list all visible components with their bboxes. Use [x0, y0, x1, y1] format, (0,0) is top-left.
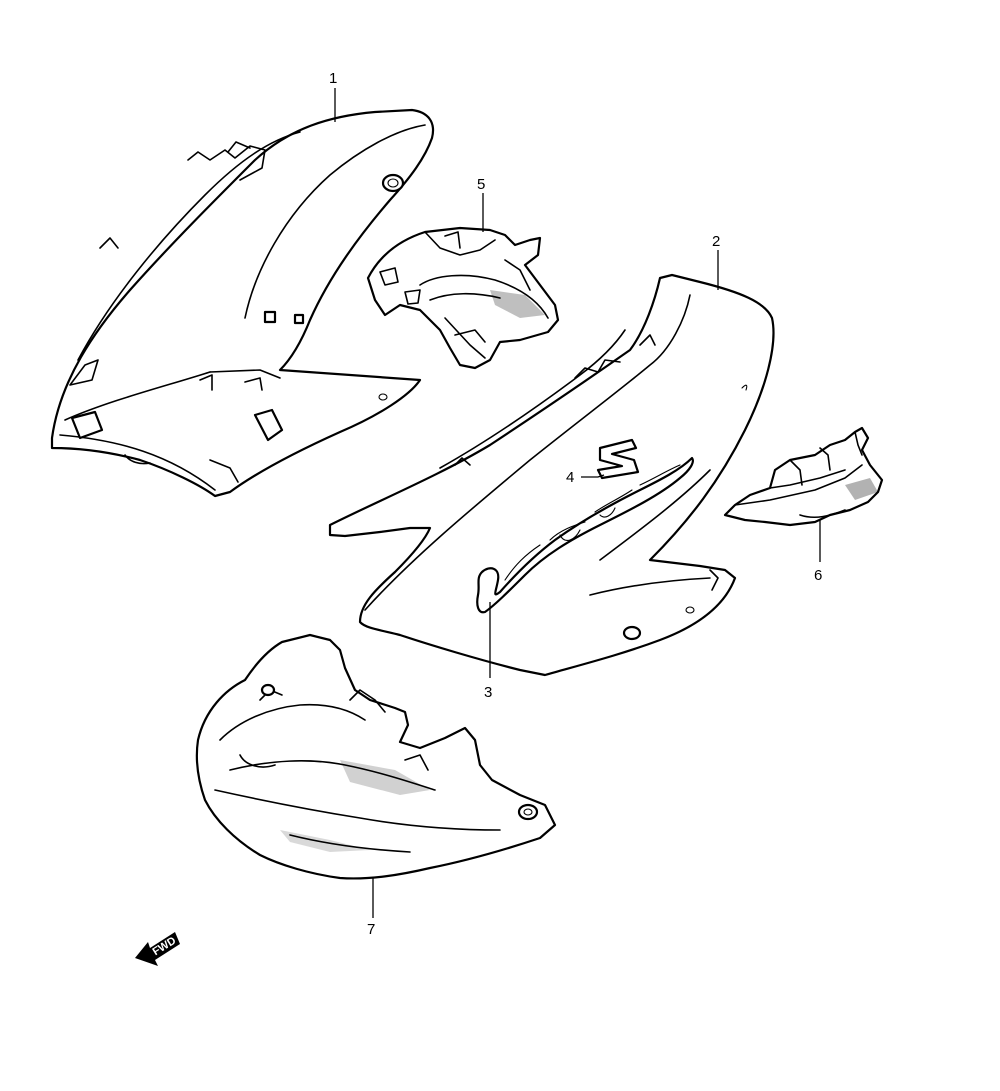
fwd-arrow-icon: FWD [135, 932, 180, 966]
suzuki-logo-decal [596, 438, 640, 480]
callout-3: 3 [484, 684, 492, 701]
callout-5: 5 [477, 176, 485, 193]
leader-lines [334, 88, 821, 918]
part-7-under-cowl [195, 633, 557, 880]
part-1-side-cowl [50, 108, 435, 498]
part-2-side-cowl [328, 273, 775, 677]
callout-4: 4 [566, 469, 574, 486]
callout-1: 1 [329, 70, 337, 87]
callout-6: 6 [814, 567, 822, 584]
callout-7: 7 [367, 921, 375, 938]
part-5-center-cover [366, 226, 560, 370]
callout-2: 2 [712, 233, 720, 250]
part-6-side-bracket [723, 426, 884, 527]
v-strom-decal [476, 456, 694, 614]
